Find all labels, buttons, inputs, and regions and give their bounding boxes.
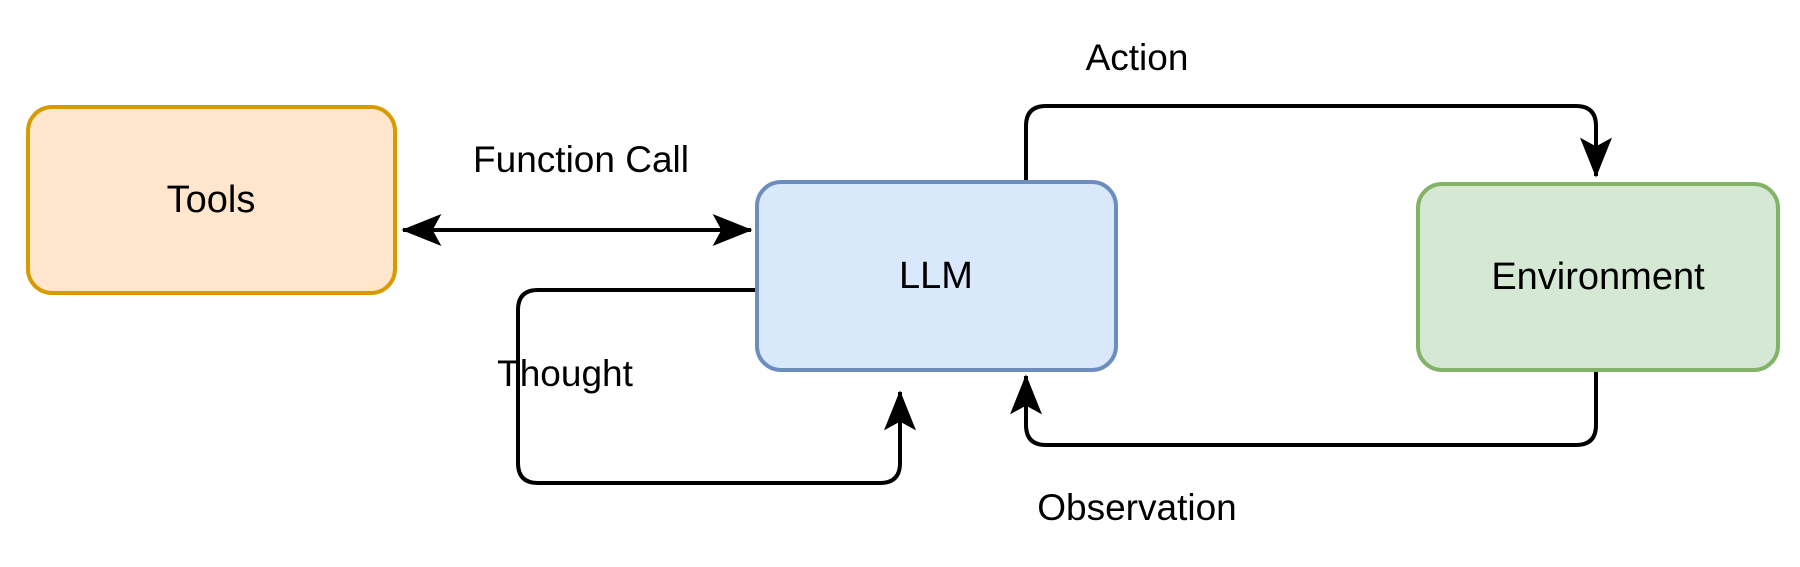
- node-llm[interactable]: LLM: [755, 180, 1118, 372]
- node-label-environment: Environment: [1491, 256, 1705, 298]
- edge-label-observation: Observation: [1037, 487, 1237, 528]
- edge-observation: Observation: [1010, 370, 1598, 528]
- node-environment[interactable]: Environment: [1416, 182, 1780, 372]
- edge-action: Action: [1024, 37, 1612, 182]
- thought-loop-path: [516, 288, 916, 485]
- edge-label-thought: Thought: [497, 353, 633, 394]
- node-label-llm: LLM: [899, 255, 973, 297]
- edge-label-action: Action: [1086, 37, 1189, 78]
- node-tools[interactable]: Tools: [26, 105, 397, 295]
- action-arrow-path: [1024, 104, 1612, 182]
- observation-arrow-path: [1010, 370, 1598, 447]
- edge-thought: Thought: [497, 288, 916, 485]
- environment-box[interactable]: [1416, 182, 1780, 372]
- edge-function-call: Function Call: [401, 139, 753, 246]
- node-label-tools: Tools: [167, 179, 256, 221]
- llm-box[interactable]: [755, 180, 1118, 372]
- tools-box[interactable]: [26, 105, 397, 295]
- edge-label-function-call: Function Call: [473, 139, 689, 180]
